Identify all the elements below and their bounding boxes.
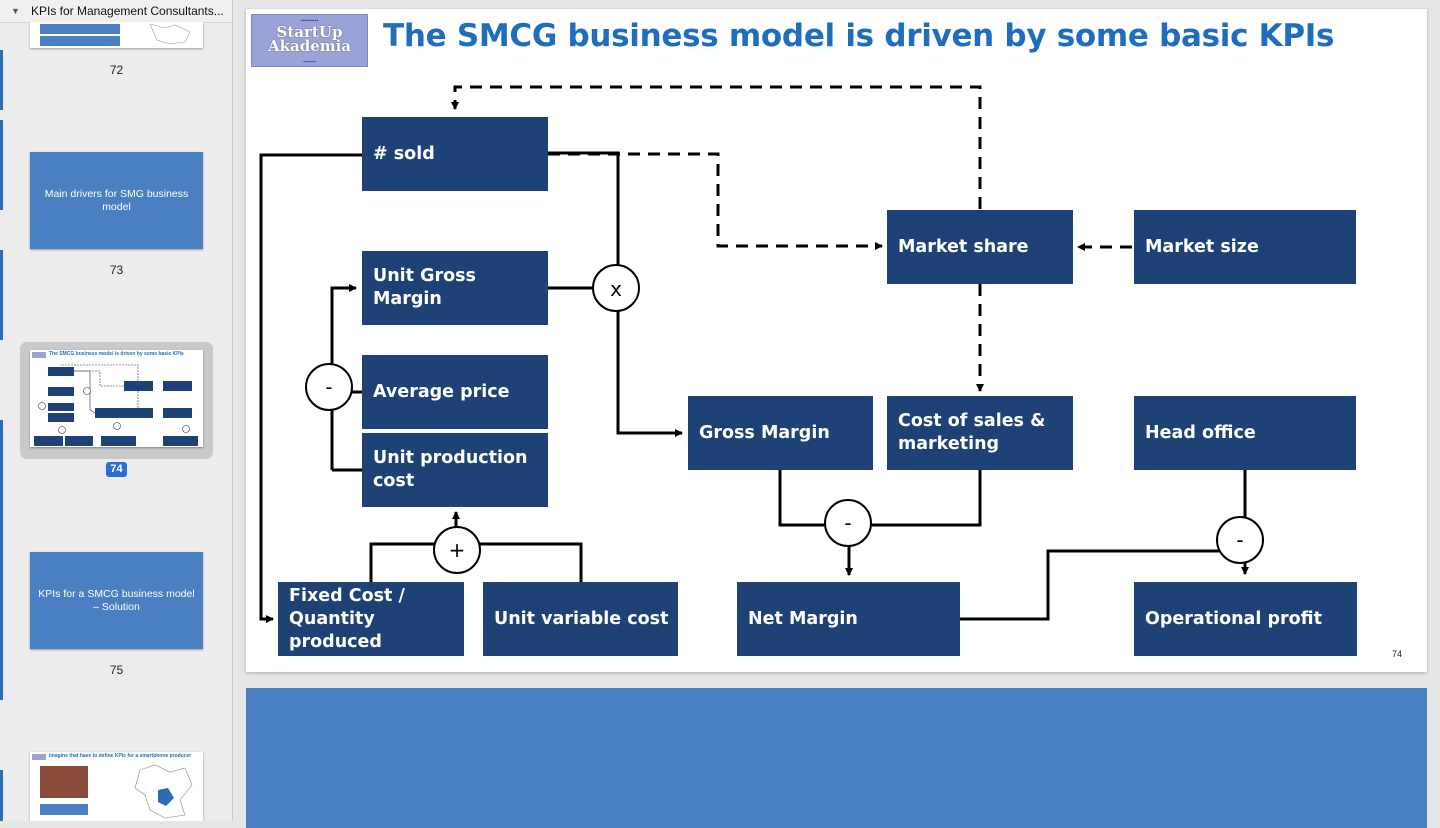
slide-title: The SMCG business model is driven by som… — [383, 18, 1335, 54]
logo-subline: ▪▪▪▪▪▪▪▪ — [303, 59, 316, 64]
map-thumb-graphic — [134, 764, 193, 819]
logo-line2: Akademia — [267, 37, 352, 55]
next-slide-preview[interactable] — [246, 688, 1427, 828]
thumb-logo — [32, 754, 46, 760]
thumb-text: Main drivers for SMG business model — [44, 187, 189, 213]
thumb-diagram — [34, 364, 198, 446]
minus-operator — [824, 499, 872, 547]
box-fixed-cost[interactable]: Fixed Cost / Quantity produced — [278, 582, 464, 656]
minus-symbol: - — [844, 511, 851, 535]
box-market-share[interactable]: Market share — [887, 210, 1073, 284]
sidebar-edge-accent — [0, 50, 3, 110]
sidebar-edge-accent — [0, 770, 3, 821]
thumb-block — [40, 36, 120, 46]
page-number: 72 — [109, 63, 124, 77]
thumb-block — [40, 804, 88, 815]
slide-canvas[interactable]: ▪▪▪▪▪▪▪▪▪▪ StartUp Akademia ▪▪▪▪▪▪▪▪ The… — [246, 9, 1427, 672]
selected-page-number: 74 — [106, 462, 127, 477]
map-thumb-graphic — [149, 23, 191, 45]
sidebar-edge-accent — [0, 120, 3, 210]
box-unit-gross-margin[interactable]: Unit Gross Margin — [362, 251, 548, 325]
minus-operator — [1216, 516, 1264, 564]
thumb-title: Imagine that have to define KPIs for a s… — [49, 753, 192, 759]
page-number: 73 — [109, 263, 124, 277]
thumb-logo — [32, 352, 46, 358]
thumb-photo — [40, 766, 88, 798]
document-title-bar[interactable]: ▼ KPIs for Management Consultants... — [0, 0, 232, 23]
minus-operator — [305, 363, 353, 411]
slide-thumbnail-72[interactable] — [30, 22, 203, 48]
plus-operator — [433, 526, 481, 574]
box-unit-variable-cost[interactable]: Unit variable cost — [483, 582, 678, 656]
box-sold[interactable]: # sold — [362, 117, 548, 191]
slide-thumbnail-74[interactable]: The SMCG business model is driven by som… — [30, 350, 203, 447]
page-number: 75 — [109, 663, 124, 677]
slide-thumbnail-75[interactable]: KPIs for a SMCG business model – Solutio… — [30, 552, 203, 649]
minus-symbol: - — [325, 375, 332, 399]
box-net-margin[interactable]: Net Margin — [737, 582, 960, 656]
box-market-size[interactable]: Market size — [1134, 210, 1356, 284]
thumb-text: KPIs for a SMCG business model – Solutio… — [38, 587, 195, 613]
disclosure-triangle-icon[interactable]: ▼ — [11, 6, 20, 16]
slide-thumbnail-73[interactable]: Main drivers for SMG business model — [30, 152, 203, 249]
box-average-price[interactable]: Average price — [362, 355, 548, 429]
box-gross-margin[interactable]: Gross Margin — [688, 396, 873, 470]
box-head-office[interactable]: Head office — [1134, 396, 1356, 470]
slide-thumbnail-76[interactable]: Imagine that have to define KPIs for a s… — [30, 752, 203, 821]
sidebar-edge-accent — [0, 250, 3, 340]
logo-tagline: ▪▪▪▪▪▪▪▪▪▪ — [300, 18, 319, 24]
box-cost-of-sales-marketing[interactable]: Cost of sales & marketing — [887, 396, 1073, 470]
box-operational-profit[interactable]: Operational profit — [1134, 582, 1357, 656]
kpi-diagram-connectors: x - + - - — [259, 85, 1264, 623]
plus-symbol: + — [449, 538, 466, 562]
minus-symbol: - — [1236, 528, 1243, 552]
thumb-title: The SMCG business model is driven by som… — [49, 351, 184, 357]
thumb-block — [40, 24, 120, 34]
logo-line1: StartUp — [276, 23, 343, 41]
box-unit-production-cost[interactable]: Unit production cost — [362, 433, 548, 507]
slide-page-number: 74 — [1392, 649, 1403, 659]
sidebar-edge-accent — [0, 420, 3, 700]
multiply-symbol: x — [610, 277, 622, 301]
multiply-operator — [592, 264, 640, 312]
startup-akademia-logo: ▪▪▪▪▪▪▪▪▪▪ StartUp Akademia ▪▪▪▪▪▪▪▪ — [251, 14, 368, 67]
document-title: KPIs for Management Consultants... — [31, 4, 224, 18]
slide-navigator: ▼ KPIs for Management Consultants... 72 … — [0, 0, 233, 821]
